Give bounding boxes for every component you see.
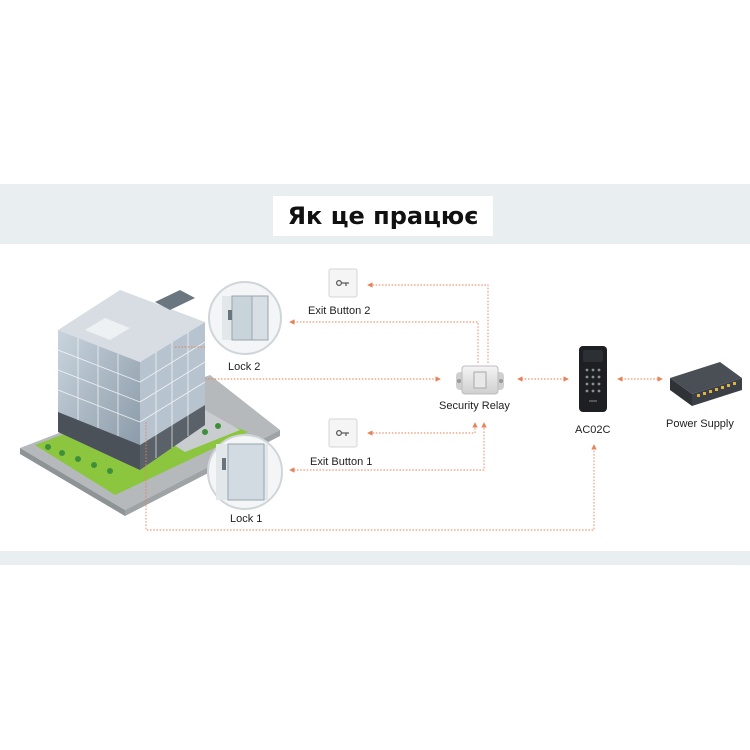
label-power-supply: Power Supply (666, 418, 734, 430)
exit-button-1-illustration (328, 418, 358, 448)
label-lock-1: Lock 1 (230, 513, 263, 525)
lock-1-illustration (207, 434, 283, 510)
security-relay-illustration (456, 365, 504, 395)
exit-button-2-illustration (328, 268, 358, 298)
label-lock-2: Lock 2 (228, 361, 261, 373)
building (20, 290, 280, 516)
bottom-band (0, 551, 750, 565)
label-ac02c: AC02C (575, 424, 611, 436)
lock-2-illustration (208, 281, 282, 355)
ac02c-device-illustration (579, 346, 607, 412)
label-security-relay: Security Relay (439, 400, 510, 412)
connector-lines (145, 282, 663, 531)
label-exit-button-2: Exit Button 2 (308, 305, 371, 317)
power-supply-illustration (670, 362, 742, 406)
label-exit-button-1: Exit Button 1 (310, 456, 373, 468)
page-title: Як це працює (273, 196, 493, 236)
